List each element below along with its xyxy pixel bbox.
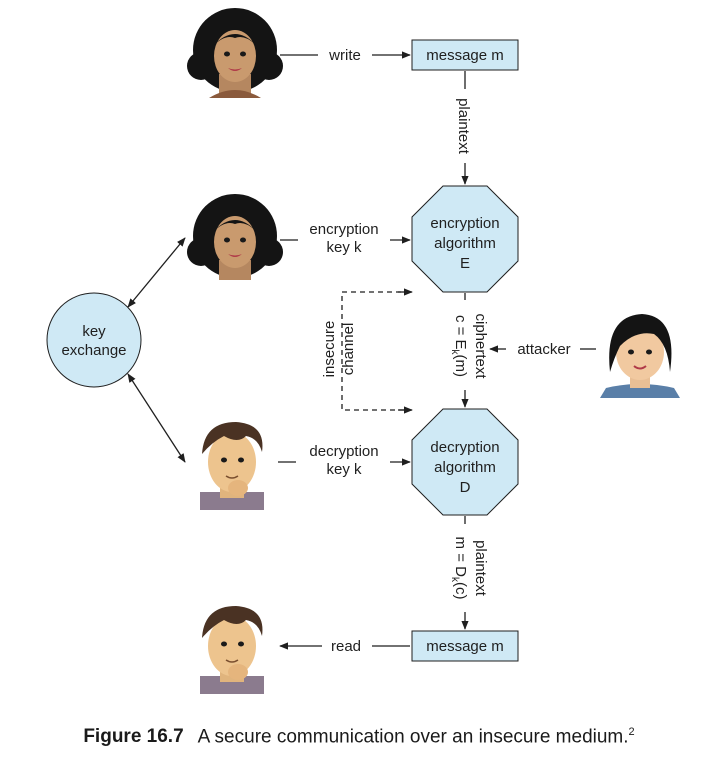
enc-key-line2: key k xyxy=(326,239,362,256)
plaintext-bottom-line1: plaintext xyxy=(472,540,489,597)
dec-key-line2: key k xyxy=(326,461,362,478)
decryption-algorithm-line1: decryption xyxy=(430,439,499,456)
key-exchange-to-receiver xyxy=(127,373,186,463)
insecure-line2: channel xyxy=(340,323,357,376)
insecure-line1: insecure xyxy=(321,321,338,378)
receiver-avatar-middle xyxy=(200,422,264,510)
encryption-algorithm-node xyxy=(411,185,519,293)
figure-caption: Figure 16.7 A secure communication over a… xyxy=(0,726,718,748)
key-exchange-line1: key xyxy=(82,323,106,340)
dec-key-line1: decryption xyxy=(309,443,378,460)
read-label: read xyxy=(331,638,361,655)
figure-footnote-mark: 2 xyxy=(628,726,635,738)
key-exchange-line2: exchange xyxy=(61,342,126,359)
ciphertext-line2-post: (m) xyxy=(452,355,469,378)
sender-avatar-middle xyxy=(187,194,283,280)
write-label: write xyxy=(328,47,361,64)
decryption-algorithm-node xyxy=(411,408,519,516)
ciphertext-line1: ciphertext xyxy=(472,313,489,379)
decryption-algorithm-line3: D xyxy=(460,479,471,496)
plaintext-bottom-line2-pre: m = D xyxy=(452,537,469,578)
plaintext-bottom-line2-sub: k xyxy=(449,577,460,583)
message-box-bottom xyxy=(411,630,519,662)
ciphertext-line2-pre: c = E xyxy=(452,315,469,350)
receiver-avatar-bottom xyxy=(200,606,264,694)
plaintext-bottom-line2: m = Dk(c) xyxy=(449,537,469,600)
key-exchange-to-sender xyxy=(127,237,186,308)
message-box-top-label: message m xyxy=(426,47,504,64)
ciphertext-line2-sub: k xyxy=(449,350,460,356)
figure-caption-text: A secure communication over an insecure … xyxy=(197,726,629,748)
decryption-algorithm-line2: algorithm xyxy=(434,459,496,476)
attacker-label: attacker xyxy=(517,341,570,358)
plaintext-bottom-line2-post: (c) xyxy=(452,582,469,600)
encryption-algorithm-line2: algorithm xyxy=(434,235,496,252)
plaintext-top-label: plaintext xyxy=(455,98,472,155)
insecure-channel-path xyxy=(341,291,410,411)
encryption-algorithm-line1: encryption xyxy=(430,215,499,232)
attacker-avatar xyxy=(600,314,680,398)
ciphertext-line2: c = Ek(m) xyxy=(449,315,469,377)
message-box-top xyxy=(411,39,519,71)
enc-key-line1: encryption xyxy=(309,221,378,238)
encryption-algorithm-line3: E xyxy=(460,255,470,272)
figure-number: Figure 16.7 xyxy=(83,726,184,748)
sender-avatar-top xyxy=(187,8,283,98)
key-exchange-node xyxy=(46,292,142,388)
message-box-bottom-label: message m xyxy=(426,638,504,655)
diagram-canvas: message m message m encryption algorithm… xyxy=(46,8,680,694)
